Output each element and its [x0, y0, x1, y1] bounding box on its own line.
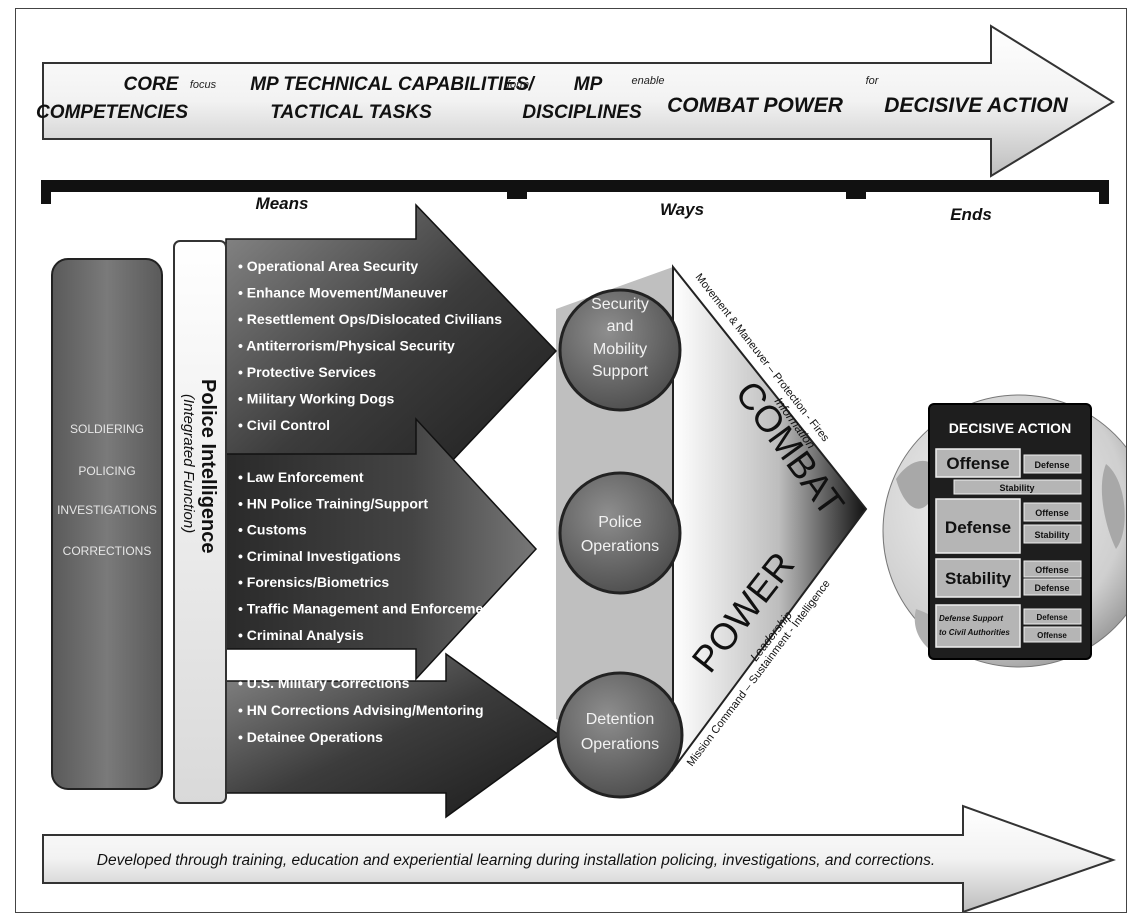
core-competencies-line2: COMPETENCIES: [36, 102, 188, 123]
task-item: • Resettlement Ops/Dislocated Civilians: [238, 311, 502, 327]
task-item: • HN Corrections Advising/Mentoring: [238, 702, 484, 718]
core-competencies-box: [51, 258, 163, 790]
enable-connector: enable: [631, 75, 664, 87]
da-dsca-main-line2: to Civil Authorities: [939, 628, 1010, 637]
core-item-corrections: CORRECTIONS: [63, 544, 152, 558]
mp-disciplines-line2: DISCIPLINES: [522, 102, 642, 123]
task-item: • U.S. Military Corrections: [238, 675, 410, 691]
means-ways-ends-bracket: [41, 180, 1109, 204]
mp-technical-capabilities-line1: MP TECHNICAL CAPABILITIES/: [250, 74, 535, 95]
discipline-security-line2: and: [607, 318, 634, 335]
bottom-development-arrow: [42, 804, 1117, 912]
task-item: • Detainee Operations: [238, 729, 383, 745]
police-intelligence-subtitle: (Integrated Function): [180, 394, 197, 533]
combat-power-heading: COMBAT POWER: [667, 94, 844, 117]
task-item: • Criminal Analysis: [238, 627, 364, 643]
task-lists: • Operational Area Security • Enhance Mov…: [238, 258, 502, 745]
task-item: • Operational Area Security: [238, 258, 418, 274]
task-item: • Traffic Management and Enforcement: [238, 601, 497, 617]
task-item: • HN Police Training/Support: [238, 495, 428, 511]
discipline-circle-detention-operations: [556, 671, 684, 799]
da-dsca-sub1: Defense: [1036, 613, 1068, 622]
task-item: • Enhance Movement/Maneuver: [238, 285, 448, 301]
discipline-security-line4: Support: [592, 363, 649, 380]
task-item: • Special Reaction Teams: [238, 653, 406, 669]
top-flow-arrow: [42, 24, 1115, 178]
core-competencies-line1: CORE: [124, 74, 180, 95]
da-stability-main: Stability: [945, 569, 1012, 588]
discipline-police-line1: Police: [598, 514, 642, 531]
diagram-frame: CORE COMPETENCIES MP TECHNICAL CAPABILIT…: [15, 8, 1127, 913]
da-dsca-main-line1: Defense Support: [939, 614, 1003, 623]
discipline-security-line1: Security: [591, 296, 649, 313]
focus-connector: focus: [190, 79, 217, 91]
task-item: • Criminal Investigations: [238, 548, 401, 564]
da-stability-sub1: Offense: [1035, 565, 1069, 575]
means-label: Means: [256, 194, 309, 213]
da-row-dsca: [935, 604, 1082, 648]
da-row-offense: [935, 448, 1082, 495]
task-item: • Civil Control: [238, 417, 330, 433]
mp-disciplines-line1: MP: [574, 74, 603, 95]
da-defense-sub1: Offense: [1035, 508, 1069, 518]
da-defense-main: Defense: [945, 518, 1011, 537]
form-connector: form: [507, 79, 529, 91]
task-item: • Forensics/Biometrics: [238, 574, 389, 590]
da-defense-sub2: Stability: [1034, 530, 1069, 540]
decisive-action-title: DECISIVE ACTION: [949, 420, 1071, 436]
police-intelligence-title: Police Intelligence: [197, 379, 219, 554]
da-offense-sub1: Defense: [1034, 460, 1069, 470]
task-item: • Protective Services: [238, 364, 376, 380]
da-offense-main: Offense: [946, 454, 1009, 473]
bottom-arrow-text: Developed through training, education an…: [97, 852, 935, 869]
task-arrow-police: [225, 417, 538, 681]
mp-technical-capabilities-line2: TACTICAL TASKS: [270, 102, 432, 123]
core-item-policing: POLICING: [78, 464, 135, 478]
decisive-action-heading: DECISIVE ACTION: [884, 94, 1068, 117]
diagram-canvas: CORE COMPETENCIES MP TECHNICAL CAPABILIT…: [36, 24, 1126, 912]
task-item: • Law Enforcement: [238, 469, 364, 485]
police-intelligence-bar: [173, 240, 227, 804]
task-item: • Military Working Dogs: [238, 391, 395, 407]
core-item-soldiering: SOLDIERING: [70, 422, 144, 436]
da-offense-sub2: Stability: [999, 483, 1034, 493]
discipline-circle-police-operations: [558, 471, 682, 595]
core-item-investigations: INVESTIGATIONS: [57, 503, 157, 517]
da-row-defense: [935, 498, 1082, 554]
da-dsca-sub2: Offense: [1037, 631, 1067, 640]
discipline-detention-line1: Detention: [586, 711, 655, 728]
ends-label: Ends: [950, 205, 992, 224]
da-row-stability: [935, 558, 1082, 598]
ways-label: Ways: [660, 200, 704, 219]
discipline-security-line3: Mobility: [593, 341, 647, 358]
da-stability-sub2: Defense: [1034, 583, 1069, 593]
task-item: • Antiterrorism/Physical Security: [238, 338, 455, 354]
task-arrow-detention: [225, 652, 561, 819]
discipline-police-line2: Operations: [581, 538, 659, 555]
discipline-circle-security-mobility: [558, 288, 682, 412]
task-item: • Customs: [238, 522, 307, 538]
for-connector: for: [866, 75, 880, 87]
discipline-detention-line2: Operations: [581, 736, 659, 753]
